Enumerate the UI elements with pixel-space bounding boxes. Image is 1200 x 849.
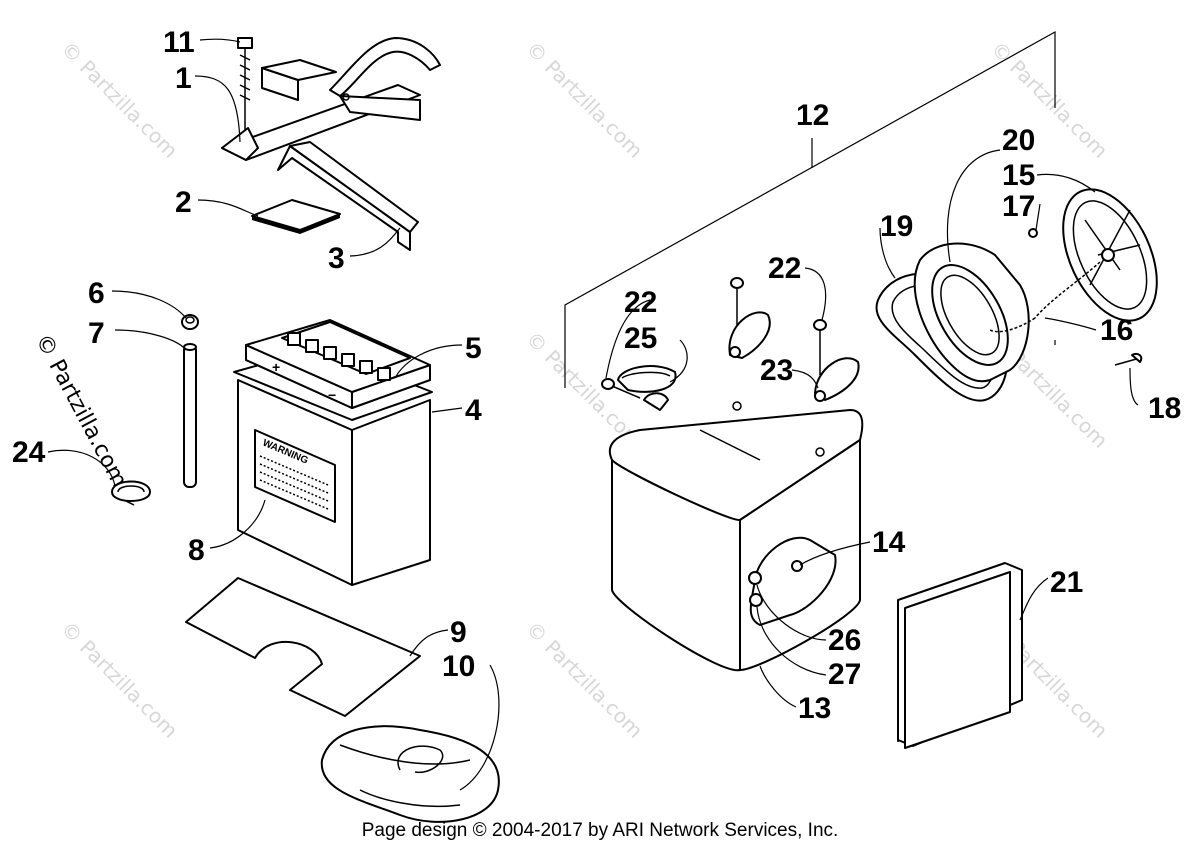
part-6-nut — [181, 314, 199, 330]
watermark: © Partzilla.com — [521, 37, 647, 163]
part-1-bracket — [221, 37, 441, 161]
battery-terminals — [287, 332, 391, 381]
callout-7: 7 — [88, 317, 105, 350]
battery-label-text-lines — [259, 455, 329, 510]
part-11-bolt — [237, 37, 253, 136]
page-footer: Page design © 2004-2017 by ARI Network S… — [361, 820, 839, 841]
callout-6: 6 — [88, 277, 105, 310]
part-12-assembly-bracket — [564, 30, 1056, 388]
callout-11: 11 — [163, 26, 195, 59]
part-21-folder — [897, 562, 1023, 749]
callout-8: 8 — [188, 534, 205, 567]
callout-13: 13 — [798, 692, 831, 725]
callout-5: 5 — [465, 332, 482, 365]
battery-plus-sign: + — [272, 359, 280, 375]
callout-20: 20 — [1002, 124, 1035, 157]
watermark: © Partzilla.com — [56, 617, 182, 743]
callout-9: 9 — [450, 616, 467, 649]
callout-2: 2 — [175, 186, 192, 219]
callout-18: 18 — [1148, 392, 1181, 425]
part-4-battery: + − WARNING — [233, 319, 433, 586]
part-3-strap — [277, 141, 419, 251]
part-17-screw — [1028, 228, 1038, 238]
callout-labels: 11 1 2 3 6 7 5 4 24 8 9 10 12 20 15 17 1… — [12, 26, 1181, 725]
part-7-rod — [183, 343, 197, 488]
callout-22: 22 — [768, 252, 801, 285]
part-10-bag — [320, 725, 500, 823]
part-18-pin — [1114, 352, 1143, 366]
callout-19: 19 — [880, 210, 913, 243]
part-2-pad — [251, 199, 341, 234]
callout-23: 23 — [760, 354, 793, 387]
callout-3: 3 — [328, 242, 345, 275]
callout-10: 10 — [442, 650, 475, 683]
part-24-ring — [111, 480, 151, 506]
watermark: © Partzilla.com — [521, 617, 647, 743]
callout-12: 12 — [796, 99, 829, 132]
callout-1: 1 — [175, 62, 192, 95]
callout-21: 21 — [1050, 566, 1083, 599]
part-9-mat — [185, 577, 421, 717]
battery-minus-sign: − — [328, 387, 336, 403]
callout-26: 26 — [828, 624, 861, 657]
callout-17: 17 — [1002, 190, 1035, 223]
leader-lines — [47, 38, 1139, 791]
part-16-chain — [989, 261, 1101, 333]
callout-25: 25 — [624, 322, 657, 355]
part-25-strap — [617, 365, 677, 393]
callout-4: 4 — [465, 394, 482, 427]
callout-15: 15 — [1002, 159, 1035, 192]
callout-24: 24 — [12, 436, 46, 469]
callout-16: 16 — [1100, 314, 1133, 347]
part-23-clamps — [643, 311, 860, 411]
part-13-battery-box — [608, 401, 864, 672]
callout-22: 22 — [624, 286, 657, 319]
callout-14: 14 — [872, 526, 906, 559]
callout-27: 27 — [828, 658, 861, 691]
part-15-cap — [1062, 188, 1158, 322]
part-20-flange — [913, 242, 1030, 383]
